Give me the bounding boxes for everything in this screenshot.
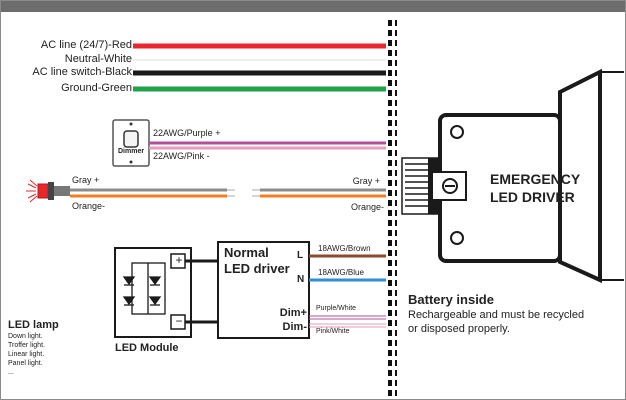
- top-bar: [0, 0, 626, 12]
- lamp-item: Troffer light.: [8, 342, 45, 349]
- terminal-n-label: N: [297, 274, 305, 285]
- led-array-icon: [122, 262, 166, 315]
- emergency-title-2: LED DRIVER: [490, 189, 575, 205]
- orange-left-label: Orange-: [72, 201, 106, 211]
- terminal-dim-plus-label: Dim+: [279, 307, 307, 319]
- led-module-label: LED Module: [115, 342, 179, 354]
- battery-title: Battery inside: [408, 292, 494, 307]
- battery-line-1: Rechargeable and must be recycled: [408, 309, 585, 321]
- dimmer-label: Dimmer: [118, 148, 145, 155]
- dimmer-switch-icon: [112, 119, 150, 167]
- dimmer-minus-label: 22AWG/Pink -: [153, 151, 210, 161]
- emergency-title-1: EMERGENCY: [490, 171, 581, 187]
- battery-line-2: or disposed properly.: [408, 323, 510, 335]
- lamp-item: Panel light.: [8, 360, 43, 367]
- led-lamp-title: LED lamp: [8, 319, 59, 331]
- blue-wire-label: 18AWG/Blue: [318, 268, 364, 277]
- test-switch-icon: [26, 179, 70, 203]
- terminal-l-label: L: [297, 250, 304, 261]
- dimmer-plus-label: 22AWG/Purple +: [153, 128, 221, 138]
- ac-switch-label: AC line switch-Black: [32, 66, 132, 78]
- lamp-item: Linear light.: [8, 351, 45, 358]
- pink-white-label: Pink/White: [316, 328, 350, 335]
- ac-live-label: AC line (24/7)-Red: [40, 39, 132, 51]
- orange-right-label: Orange-: [350, 202, 384, 212]
- gray-left-label: Gray +: [72, 175, 100, 185]
- driver-title-2: LED driver: [224, 261, 290, 276]
- driver-title-1: Normal: [224, 245, 269, 260]
- ac-neutral-label: Neutral-White: [64, 53, 132, 65]
- ac-ground-label: Ground-Green: [61, 82, 132, 94]
- module-minus-label: −: [175, 314, 183, 328]
- normal-driver-box: [217, 241, 310, 339]
- emergency-driver-housing: [401, 68, 624, 284]
- lamp-item: ...: [8, 369, 14, 376]
- module-plus-label: +: [175, 253, 183, 267]
- purple-white-label: Purple/White: [316, 305, 357, 312]
- terminal-dim-minus-label: Dim-: [282, 321, 307, 333]
- gray-right-label: Gray +: [352, 176, 380, 186]
- lamp-item: Down light.: [8, 333, 43, 340]
- brown-wire-label: 18AWG/Brown: [318, 244, 371, 253]
